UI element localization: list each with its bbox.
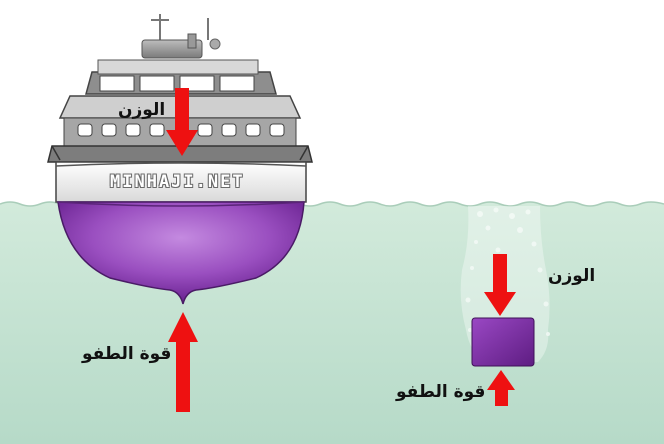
cube-buoyancy-arrow	[487, 370, 515, 406]
ship-weight-arrow	[166, 88, 198, 156]
cube-buoyancy-label: قوة الطفو	[396, 382, 486, 402]
ship-weight-label: الوزن	[118, 100, 166, 120]
ship-hull	[57, 201, 305, 305]
ship-buoyancy-arrow	[168, 312, 198, 412]
ship-buoyancy-label: قوة الطفو	[82, 344, 172, 364]
watermark: MINHAJI.NET	[110, 172, 245, 192]
sinking-cube	[471, 317, 535, 367]
cube-weight-arrow	[484, 254, 516, 316]
ship	[47, 14, 313, 305]
cube-weight-label: الوزن	[548, 266, 596, 286]
